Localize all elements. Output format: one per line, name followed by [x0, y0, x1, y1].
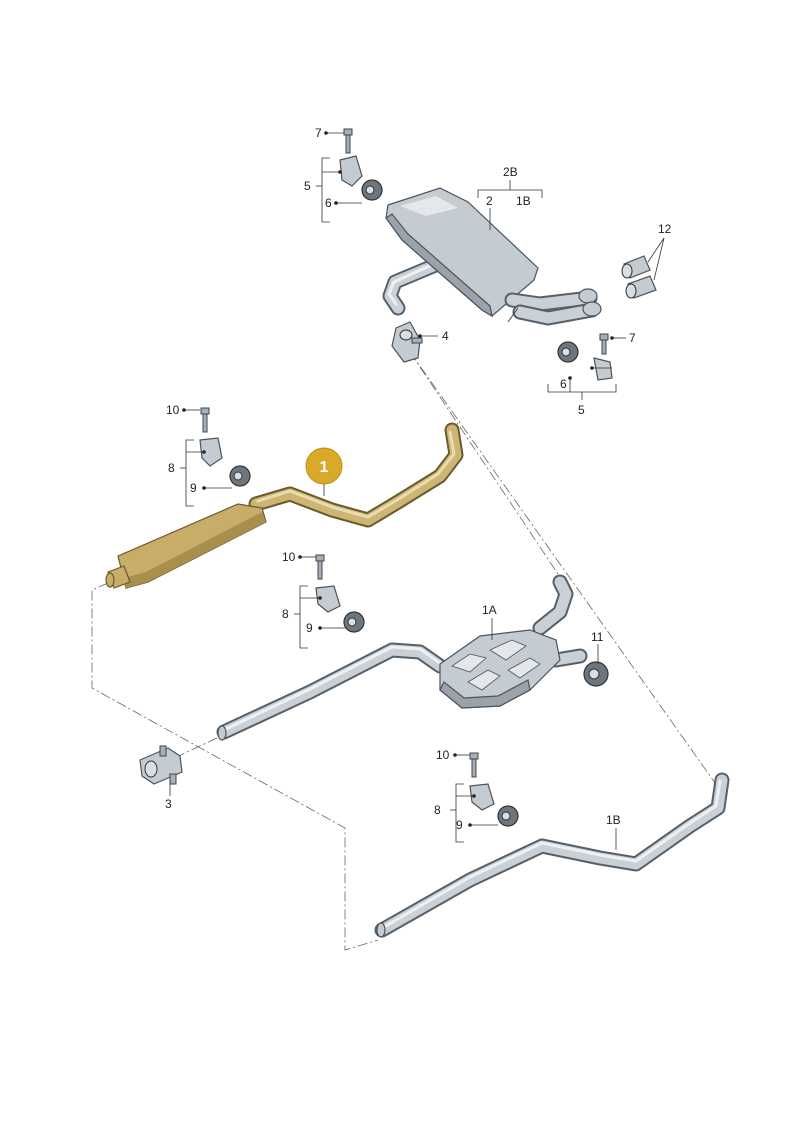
bracket-assembly-lower [469, 752, 519, 827]
label-9-center: 9 [306, 621, 313, 635]
label-8-center: 8 [282, 607, 289, 621]
label-1a: 1A [482, 603, 497, 617]
leader-lines [169, 131, 665, 850]
label-1b-top: 1B [516, 194, 531, 208]
label-9-lower: 9 [456, 818, 463, 832]
label-10-mid-left: 10 [166, 403, 180, 417]
label-8-mid-left: 8 [168, 461, 175, 475]
rear-pipe [374, 772, 730, 938]
label-3: 3 [165, 797, 172, 811]
label-1b-bottom: 1B [606, 813, 621, 827]
label-7-top-right: 7 [629, 331, 636, 345]
clamp-3 [139, 745, 183, 785]
label-11: 11 [591, 630, 604, 644]
label-10-lower: 10 [436, 748, 450, 762]
label-7-top-left: 7 [315, 126, 322, 140]
label-2: 2 [486, 194, 493, 208]
label-5-top-left: 5 [304, 179, 311, 193]
bracket-assembly-top-right [557, 333, 613, 381]
label-6-top-left: 6 [325, 196, 332, 210]
label-10-center: 10 [282, 550, 296, 564]
hanger-11 [583, 661, 609, 687]
tailpipe-trims [621, 255, 657, 299]
label-2b: 2B [503, 165, 518, 179]
label-12: 12 [658, 222, 672, 236]
label-9-mid-left: 9 [190, 481, 197, 495]
clamp-4 [391, 321, 423, 363]
label-4: 4 [442, 329, 449, 343]
part-labels: 2B 2 1B 12 7 5 6 4 7 6 5 10 8 9 10 8 9 1… [165, 126, 672, 832]
bracket-assembly-top-left [339, 128, 383, 201]
highlight-marker[interactable]: 1 [305, 447, 343, 485]
highlight-number: 1 [320, 459, 329, 476]
bracket-assembly-center [315, 554, 365, 633]
label-5-top-right: 5 [578, 403, 585, 417]
rear-silencer [382, 187, 602, 326]
label-6-top-right: 6 [560, 377, 567, 391]
center-silencer [216, 574, 588, 741]
bracket-assembly-mid-left [199, 407, 251, 487]
label-8-lower: 8 [434, 803, 441, 817]
front-pipe-highlighted [105, 422, 464, 589]
